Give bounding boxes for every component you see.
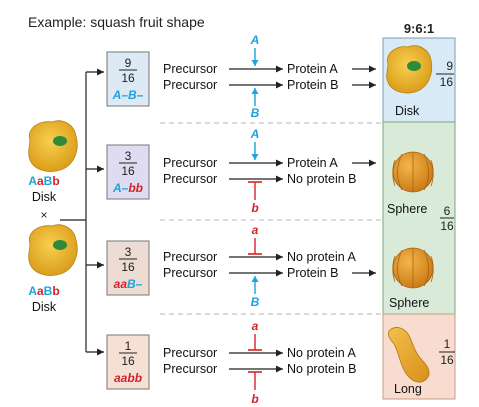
- parent-squash-1-icon: [28, 120, 78, 172]
- sphere-fraction-denominator: 16: [440, 219, 454, 233]
- row-2: 3 16 A–bb Precursor Precursor Protein A …: [106, 127, 376, 215]
- disk-squash-icon: [386, 45, 433, 94]
- long-phenotype-label: Long: [394, 382, 422, 396]
- genotype-box: [106, 334, 150, 390]
- gene-top-label: a: [252, 223, 259, 237]
- product-top: No protein A: [287, 250, 356, 264]
- precursor-label: Precursor: [163, 62, 217, 76]
- fraction-numerator: 9: [125, 56, 132, 70]
- disk-fraction-numerator: 9: [446, 59, 453, 73]
- diagram-title: Example: squash fruit shape: [28, 14, 205, 30]
- cross-symbol: ×: [40, 208, 47, 222]
- disk-fraction-denominator: 16: [440, 75, 454, 89]
- gene-top-label: A: [250, 33, 260, 47]
- precursor-label: Precursor: [163, 156, 217, 170]
- sphere-phenotype-label: Sphere: [389, 296, 429, 310]
- row-1: 9 16 A–B– Precursor Precursor Protein A …: [106, 33, 376, 120]
- gene-bottom-label: b: [251, 392, 258, 406]
- cross-bracket: [60, 68, 104, 356]
- long-squash-icon: [387, 327, 430, 383]
- fraction-numerator: 3: [125, 245, 132, 259]
- gene-bottom-label: B: [251, 106, 260, 120]
- product-bottom: No protein B: [287, 172, 356, 186]
- row-4: 1 16 aabb Precursor Precursor No protein…: [106, 319, 356, 406]
- gene-top-label: A: [250, 127, 260, 141]
- fraction-numerator: 1: [125, 339, 132, 353]
- disk-phenotype-label: Disk: [395, 104, 420, 118]
- precursor-label: Precursor: [163, 362, 217, 376]
- genotype-box: [106, 240, 150, 296]
- row-genotype: A–bb: [112, 181, 143, 195]
- row-3: 3 16 aaB– Precursor Precursor No protein…: [106, 223, 376, 309]
- product-top: Protein A: [287, 62, 338, 76]
- parent-1-genotype: AaBb: [28, 174, 59, 188]
- product-top: Protein A: [287, 156, 338, 170]
- genotype-box: [106, 144, 150, 200]
- row-genotype: aabb: [114, 371, 142, 385]
- fraction-denominator: 16: [121, 71, 135, 85]
- fraction-denominator: 16: [121, 354, 135, 368]
- ratio-label: 9:6:1: [404, 21, 434, 36]
- precursor-label: Precursor: [163, 250, 217, 264]
- precursor-label: Precursor: [163, 172, 217, 186]
- gene-bottom-label: b: [251, 201, 258, 215]
- sphere-squash-icon: [392, 151, 434, 193]
- fraction-denominator: 16: [121, 164, 135, 178]
- parent-1-phenotype: Disk: [32, 190, 57, 204]
- parent-squash-2-icon: [28, 224, 78, 276]
- product-bottom: Protein B: [287, 266, 338, 280]
- parent-2-phenotype: Disk: [32, 300, 57, 314]
- parent-2-genotype: AaBb: [28, 284, 59, 298]
- gene-bottom-label: B: [251, 295, 260, 309]
- genotype-box: [106, 51, 150, 107]
- product-bottom: No protein B: [287, 362, 356, 376]
- long-fraction-numerator: 1: [444, 337, 451, 351]
- product-bottom: Protein B: [287, 78, 338, 92]
- precursor-label: Precursor: [163, 78, 217, 92]
- sphere-phenotype-label: Sphere: [387, 202, 427, 216]
- precursor-label: Precursor: [163, 346, 217, 360]
- fraction-denominator: 16: [121, 260, 135, 274]
- long-fraction-denominator: 16: [440, 353, 454, 367]
- row-genotype: aaB–: [114, 277, 143, 291]
- precursor-label: Precursor: [163, 266, 217, 280]
- row-genotype: A–B–: [112, 88, 144, 102]
- gene-top-label: a: [252, 319, 259, 333]
- fraction-numerator: 3: [125, 149, 132, 163]
- sphere-squash-icon: [392, 247, 434, 289]
- product-top: No protein A: [287, 346, 356, 360]
- sphere-fraction-numerator: 6: [444, 204, 451, 218]
